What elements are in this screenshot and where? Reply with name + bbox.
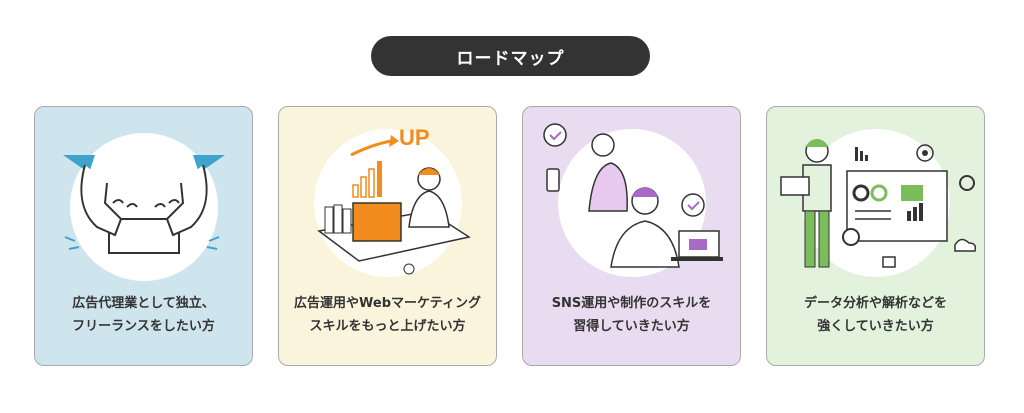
roadmap-card-freelance: 広告代理業として独立、 フリーランスをしたい方 xyxy=(34,106,253,366)
up-badge: UP xyxy=(399,125,430,150)
roadmap-card-sns: SNS運用や制作のスキルを 習得していきたい方 xyxy=(522,106,741,366)
sns-creator-illustration-icon xyxy=(543,123,723,277)
handshake-illustration-icon xyxy=(63,133,225,281)
roadmap-title-pill: ロードマップ xyxy=(371,36,650,76)
growth-desk-illustration-icon: UP xyxy=(314,125,471,277)
card-line: 習得していきたい方 xyxy=(573,319,690,334)
card-text-freelance: 広告代理業として独立、 フリーランスをしたい方 xyxy=(35,292,252,338)
card-text-data: データ分析や解析などを 強くしていきたい方 xyxy=(767,292,984,338)
card-text-skill-up: 広告運用やWebマーケティング スキルをもっと上げたい方 xyxy=(279,292,496,338)
roadmap-card-skill-up: UP 広告運用やWebマーケティング スキルをもっと上げたい方 xyxy=(278,106,497,366)
card-line: 広告代理業として独立、 xyxy=(72,296,215,311)
card-line: スキルをもっと上げたい方 xyxy=(309,319,466,334)
card-line: データ分析や解析などを xyxy=(803,296,947,311)
card-line: 強くしていきたい方 xyxy=(817,319,934,334)
card-text-sns: SNS運用や制作のスキルを 習得していきたい方 xyxy=(523,292,740,338)
roadmap-title: ロードマップ xyxy=(456,48,565,69)
card-line: SNS運用や制作のスキルを xyxy=(551,296,712,311)
data-analysis-illustration-icon xyxy=(780,129,977,277)
card-line: フリーランスをしたい方 xyxy=(72,319,215,334)
roadmap-card-data: データ分析や解析などを 強くしていきたい方 xyxy=(766,106,985,366)
card-line: 広告運用やWebマーケティング xyxy=(294,296,481,311)
